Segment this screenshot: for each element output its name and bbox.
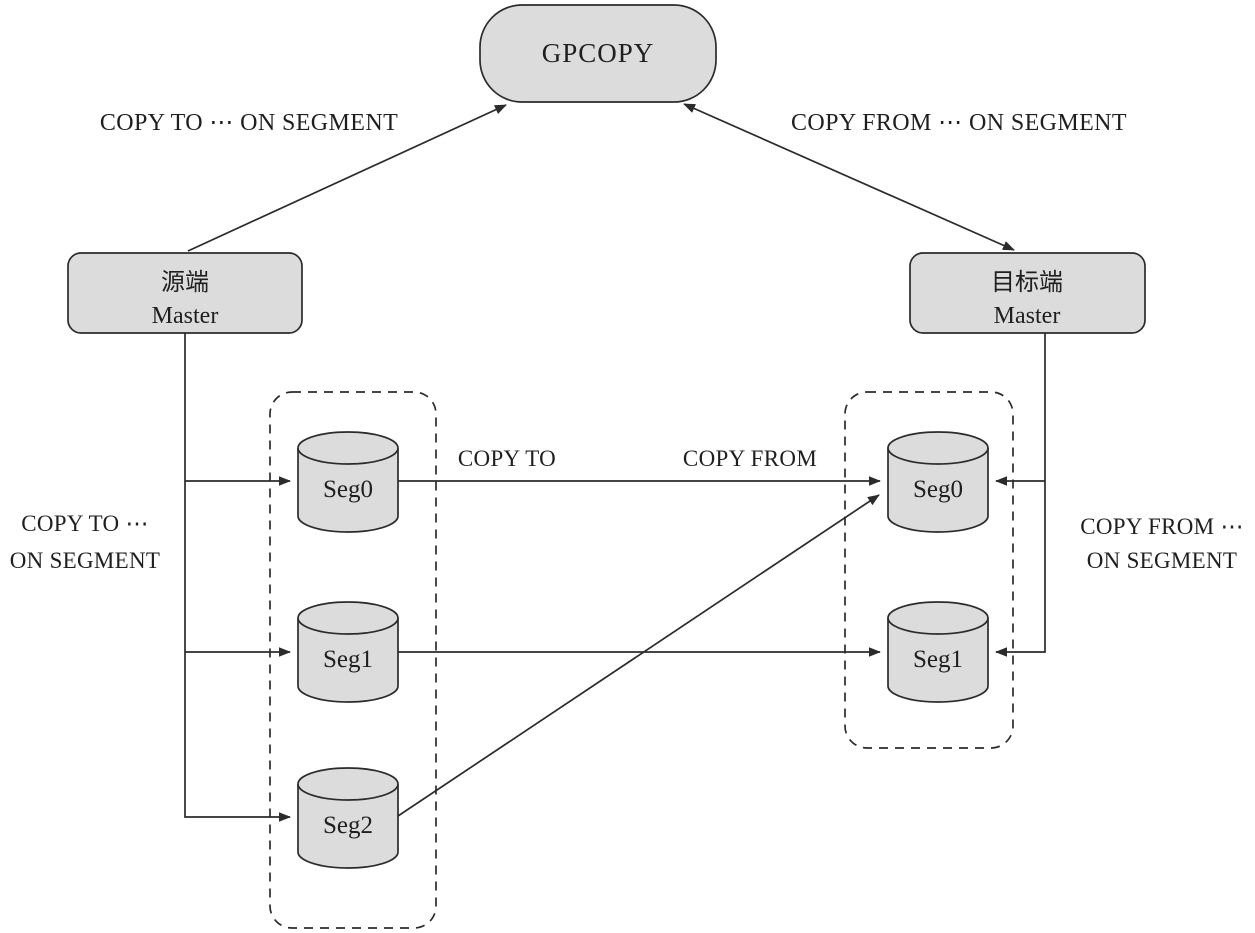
source-seg2-cylinder: Seg2	[297, 767, 399, 869]
edge-target-master-to-seg1	[995, 333, 1046, 657]
segment-label: Seg0	[323, 476, 373, 503]
gpcopy-node-label: GPCOPY	[542, 38, 655, 68]
edges	[184, 103, 1046, 822]
cylinder-body	[297, 784, 399, 869]
source-master-shape	[67, 252, 303, 334]
segment-label: Seg1	[913, 646, 963, 673]
cylinder-top	[887, 601, 989, 635]
segment-label: Seg0	[913, 476, 963, 503]
cylinder-top	[297, 431, 399, 465]
label-copy-from-on-segment-side-line2: ON SEGMENT	[1087, 548, 1238, 573]
target-master-label-cn: 目标端	[991, 269, 1063, 296]
label-copy-from-on-segment-side-line1: COPY FROM ⋯	[1080, 514, 1244, 539]
source-master-label-cn: 源端	[161, 269, 209, 296]
edge-labels: COPY TO ⋯ ON SEGMENT COPY FROM ⋯ ON SEGM…	[10, 110, 1244, 573]
cylinder-body	[297, 448, 399, 533]
label-copy-to-on-segment-top: COPY TO ⋯ ON SEGMENT	[100, 110, 398, 136]
cylinder-top	[887, 431, 989, 465]
target-seg1-cylinder: Seg1	[887, 601, 989, 703]
cylinder-body	[887, 448, 989, 533]
gpcopy-node-shape	[479, 4, 717, 103]
source-seg1-cylinder: Seg1	[297, 601, 399, 703]
cylinder-body	[297, 618, 399, 703]
edge-source-master-to-seg2	[184, 333, 291, 822]
edge-gpcopy-to-target-master	[683, 103, 1015, 251]
source-seg0-cylinder: Seg0	[297, 431, 399, 533]
target-cluster-boundary	[844, 391, 1014, 749]
edge-source-master-to-gpcopy	[187, 104, 507, 252]
label-copy-to-on-segment-side-line2: ON SEGMENT	[10, 548, 161, 573]
target-seg0-cylinder: Seg0	[887, 431, 989, 533]
label-copy-to-mid: COPY TO	[458, 446, 556, 471]
gpcopy-node: GPCOPY	[479, 4, 717, 103]
target-master-node: 目标端 Master	[909, 252, 1146, 334]
segment-label: Seg2	[323, 812, 373, 839]
target-master-label-en: Master	[994, 303, 1061, 329]
source-master-node: 源端 Master	[67, 252, 303, 334]
cylinder-top	[297, 767, 399, 801]
edge-source-seg2-to-target-seg0	[397, 494, 880, 817]
cylinder-body	[887, 618, 989, 703]
source-master-label-en: Master	[152, 303, 219, 329]
target-master-shape	[909, 252, 1146, 334]
label-copy-to-on-segment-side-line1: COPY TO ⋯	[21, 511, 149, 536]
source-cluster-boundary	[269, 391, 437, 929]
label-copy-from-mid: COPY FROM	[683, 446, 817, 471]
segment-label: Seg1	[323, 646, 373, 673]
cylinder-top	[297, 601, 399, 635]
label-copy-from-on-segment-top: COPY FROM ⋯ ON SEGMENT	[791, 110, 1127, 136]
